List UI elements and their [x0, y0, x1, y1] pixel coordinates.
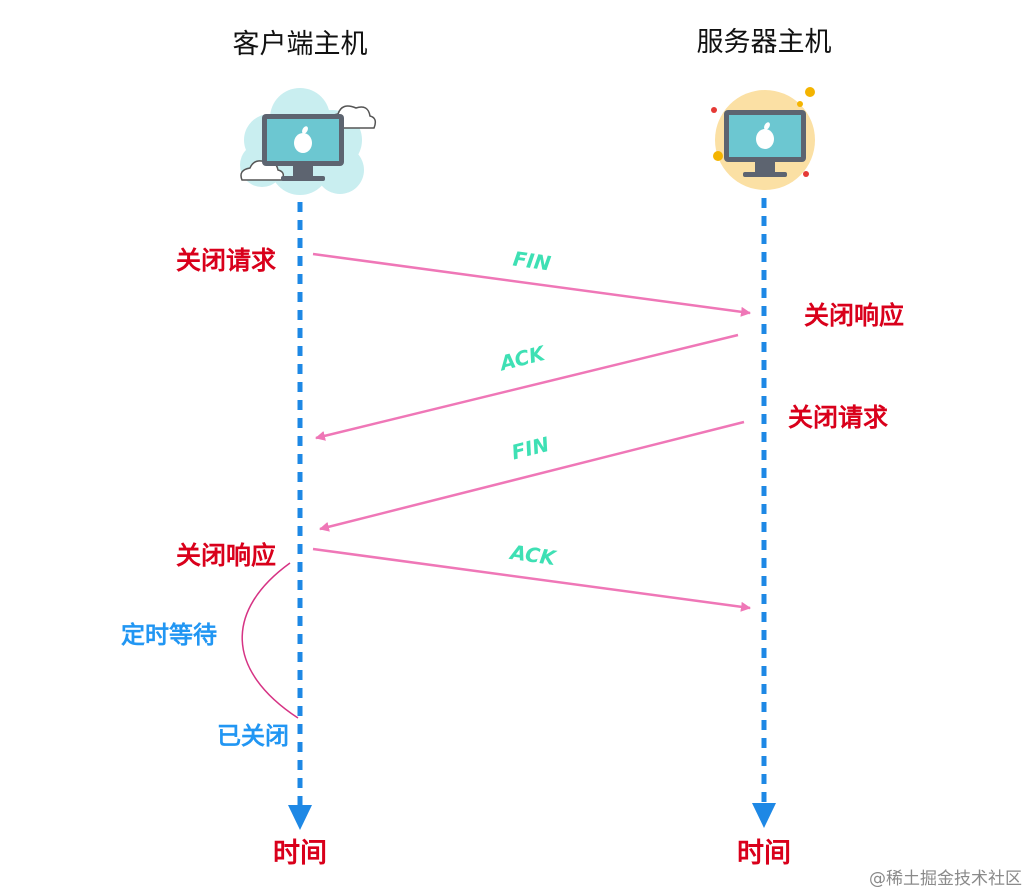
client-timeline-arrowhead — [288, 805, 312, 830]
server-host-title: 服务器主机 — [697, 27, 832, 58]
fin-arrow-client-to-server — [312, 252, 751, 317]
message-label: ACK — [496, 341, 549, 376]
watermark: @稀土掘金技术社区 — [869, 869, 1022, 889]
message-label: FIN — [509, 432, 552, 465]
client-close-response-label: 关闭响应 — [176, 541, 276, 570]
server-close-response-label: 关闭响应 — [804, 301, 904, 330]
client-computer-icon — [240, 88, 377, 195]
fin-arrow-server-to-client — [319, 420, 745, 532]
server-timeline-arrowhead — [752, 803, 776, 828]
ack-arrow-client-to-server — [312, 547, 751, 612]
client-host-title: 客户端主机 — [233, 29, 368, 60]
timed-wait-label: 定时等待 — [121, 621, 217, 649]
message-label: FIN — [512, 247, 553, 276]
apple-logo-icon — [294, 126, 312, 153]
closed-label: 已关闭 — [217, 722, 289, 750]
message-label: ACK — [507, 540, 558, 571]
ack-arrow-server-to-client — [315, 333, 739, 441]
server-close-request-label: 关闭请求 — [788, 403, 888, 432]
server-computer-icon — [711, 87, 815, 190]
timed-wait-curve — [241, 562, 299, 719]
apple-logo-icon — [756, 122, 774, 149]
client-time-label: 时间 — [273, 838, 327, 869]
server-time-label: 时间 — [737, 838, 791, 869]
client-close-request-label: 关闭请求 — [176, 246, 276, 275]
